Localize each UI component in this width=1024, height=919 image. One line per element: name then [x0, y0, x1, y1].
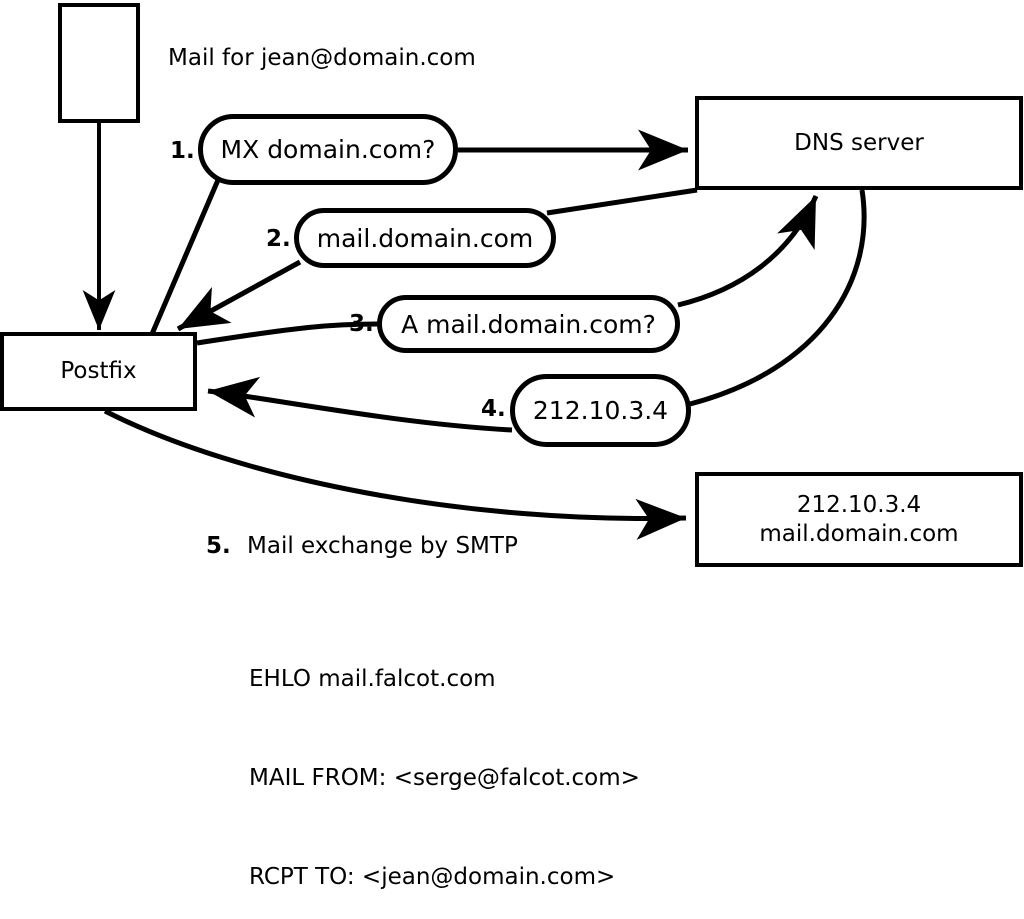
smtp-line-ehlo: EHLO mail.falcot.com	[249, 666, 496, 692]
node-dns-server[interactable]: DNS server	[695, 96, 1023, 190]
smtp-line-mail-from: MAIL FROM: <serge@falcot.com>	[249, 765, 640, 791]
step-3-number: 3.	[349, 311, 374, 337]
smtp-transcript: EHLO mail.falcot.com MAIL FROM: <serge@f…	[249, 597, 640, 919]
step-3-bubble[interactable]: A mail.domain.com?	[377, 295, 680, 353]
arrow-step2-to-postfix	[176, 259, 302, 332]
step-1-number: 1.	[170, 138, 195, 164]
node-target-mail-server-host: mail.domain.com	[759, 520, 959, 547]
step-2-bubble[interactable]: mail.domain.com	[294, 208, 556, 268]
node-postfix[interactable]: Postfix	[0, 332, 197, 411]
step-2-number: 2.	[266, 226, 291, 252]
arrow-step5-to-mailserver	[103, 408, 687, 540]
step-5-label: Mail exchange by SMTP	[247, 533, 518, 559]
line-step3-from-postfix	[196, 321, 379, 346]
arrow-step4-to-postfix	[207, 376, 513, 433]
step-4-bubble[interactable]: 212.10.3.4	[510, 374, 691, 447]
step-4-number: 4.	[481, 396, 506, 422]
node-postfix-label: Postfix	[60, 358, 137, 385]
title-note: Mail for jean@domain.com	[168, 45, 476, 71]
line-step1-tail	[149, 179, 221, 335]
node-target-mail-server[interactable]: 212.10.3.4 mail.domain.com	[695, 472, 1023, 567]
line-step4-from-dns	[689, 189, 867, 407]
arrow-step3-to-dns	[677, 194, 819, 308]
node-target-mail-server-ip: 212.10.3.4	[796, 492, 922, 519]
step-5-number: 5.	[206, 533, 231, 559]
node-dns-server-label: DNS server	[794, 129, 924, 156]
smtp-line-rcpt-to: RCPT TO: <jean@domain.com>	[249, 864, 616, 890]
line-step2-from-dns	[546, 187, 698, 216]
step-1-bubble[interactable]: MX domain.com?	[198, 114, 458, 185]
node-mail-client[interactable]	[58, 3, 140, 123]
